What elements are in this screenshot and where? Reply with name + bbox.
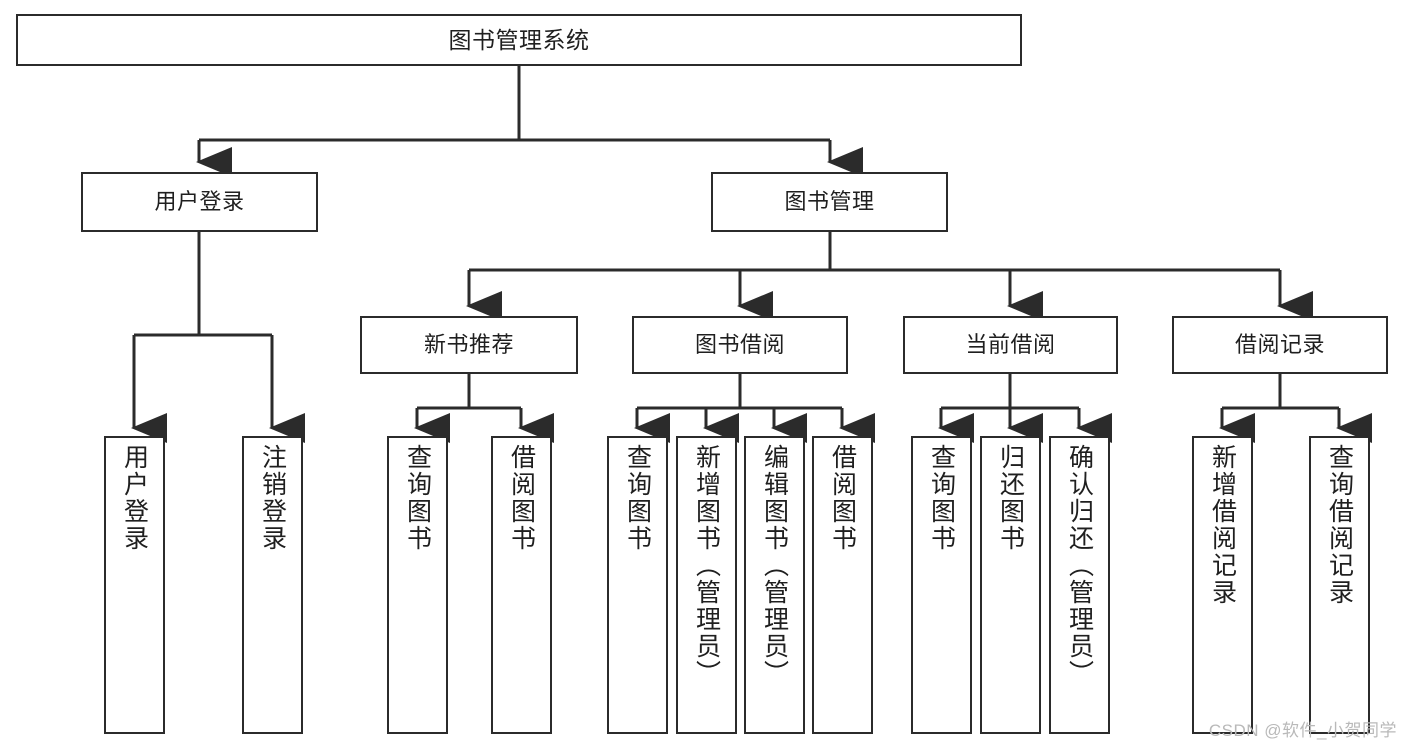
node-new-book-recommend[interactable]: 新书推荐 <box>360 316 578 374</box>
node-leaf-query-book-1[interactable]: 查询图书 <box>387 436 448 734</box>
node-leaf-borrow-book-2[interactable]: 借阅图书 <box>812 436 873 734</box>
node-leaf-query-book-3-label: 查询图书 <box>927 444 956 552</box>
node-leaf-return-book-label: 归还图书 <box>996 444 1025 552</box>
node-book-management[interactable]: 图书管理 <box>711 172 948 232</box>
node-user-login[interactable]: 用户登录 <box>81 172 318 232</box>
node-borrow-record-label: 借阅记录 <box>1234 332 1325 357</box>
node-book-borrow[interactable]: 图书借阅 <box>632 316 848 374</box>
node-leaf-confirm-return-label: 确认归还（管理员） <box>1065 444 1094 687</box>
node-leaf-query-record[interactable]: 查询借阅记录 <box>1309 436 1370 734</box>
node-leaf-add-book[interactable]: 新增图书（管理员） <box>676 436 737 734</box>
node-book-management-label: 图书管理 <box>784 189 875 214</box>
node-leaf-user-login-label: 用户登录 <box>120 444 149 552</box>
node-leaf-user-login[interactable]: 用户登录 <box>104 436 165 734</box>
node-current-borrow[interactable]: 当前借阅 <box>903 316 1118 374</box>
node-leaf-add-record-label: 新增借阅记录 <box>1208 444 1237 606</box>
node-leaf-borrow-book-1[interactable]: 借阅图书 <box>491 436 552 734</box>
node-leaf-add-record[interactable]: 新增借阅记录 <box>1192 436 1253 734</box>
node-leaf-edit-book-label: 编辑图书（管理员） <box>760 444 789 687</box>
node-leaf-query-book-1-label: 查询图书 <box>403 444 432 552</box>
node-leaf-query-book-2[interactable]: 查询图书 <box>607 436 668 734</box>
node-leaf-borrow-book-2-label: 借阅图书 <box>828 444 857 552</box>
node-book-borrow-label: 图书借阅 <box>694 332 785 357</box>
node-leaf-logout-login-label: 注销登录 <box>258 444 287 552</box>
node-leaf-query-book-2-label: 查询图书 <box>623 444 652 552</box>
node-borrow-record[interactable]: 借阅记录 <box>1172 316 1388 374</box>
node-leaf-borrow-book-1-label: 借阅图书 <box>507 444 536 552</box>
node-leaf-add-book-label: 新增图书（管理员） <box>692 444 721 687</box>
node-current-borrow-label: 当前借阅 <box>965 332 1056 357</box>
node-root-label: 图书管理系统 <box>448 26 590 53</box>
node-leaf-query-record-label: 查询借阅记录 <box>1325 444 1354 606</box>
node-leaf-logout-login[interactable]: 注销登录 <box>242 436 303 734</box>
node-new-book-recommend-label: 新书推荐 <box>423 332 514 357</box>
node-leaf-confirm-return[interactable]: 确认归还（管理员） <box>1049 436 1110 734</box>
node-leaf-return-book[interactable]: 归还图书 <box>980 436 1041 734</box>
node-leaf-edit-book[interactable]: 编辑图书（管理员） <box>744 436 805 734</box>
node-user-login-label: 用户登录 <box>154 189 245 214</box>
node-root[interactable]: 图书管理系统 <box>16 14 1022 66</box>
node-leaf-query-book-3[interactable]: 查询图书 <box>911 436 972 734</box>
